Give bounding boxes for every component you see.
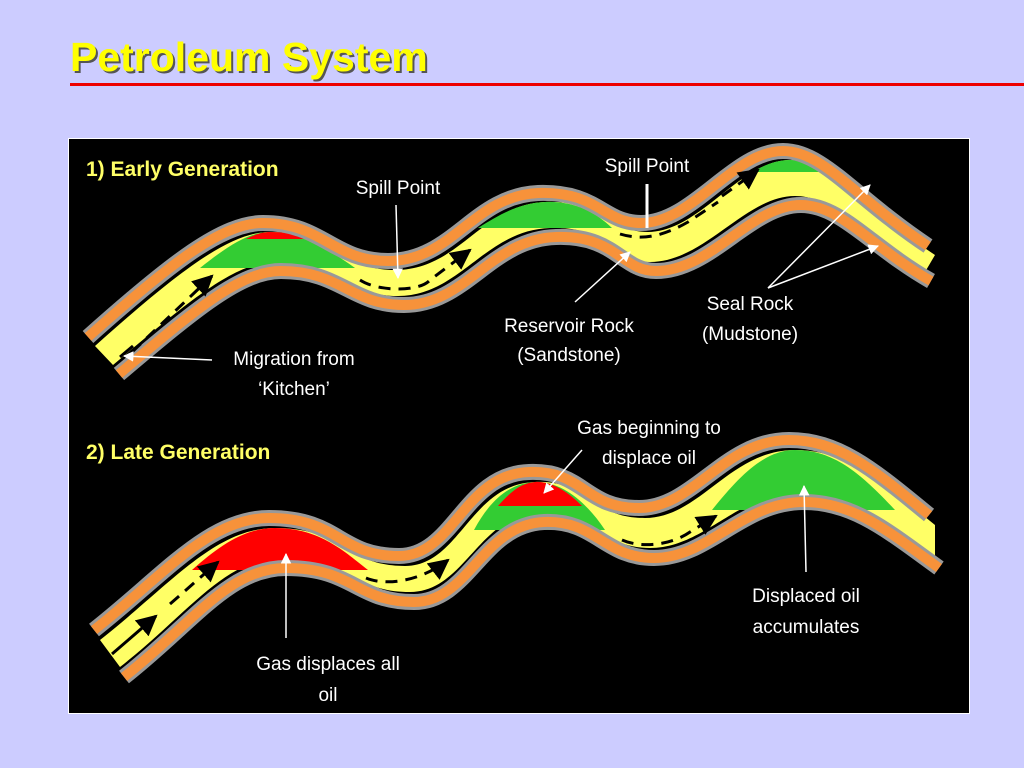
migration-arrow	[721, 168, 760, 198]
pointer-migration	[122, 351, 213, 362]
migration-arrow	[169, 560, 220, 606]
pointer-seal-bottom	[767, 244, 879, 289]
label-reservoir-sandstone: (Sandstone)	[517, 345, 621, 366]
seal-rock-top	[84, 145, 931, 341]
gas-cap	[246, 232, 308, 239]
gas-accumulation	[192, 528, 368, 570]
pointer-displaced-oil	[798, 484, 810, 573]
title-underline	[70, 83, 1024, 86]
label-seal-rock: Seal Rock	[707, 294, 794, 315]
seal-rock-top	[90, 434, 933, 634]
pointer-spill-left	[392, 204, 403, 280]
oil-accumulation	[712, 450, 895, 510]
label-displaced-oil: Displaced oil	[752, 586, 860, 607]
pointer-gas-beginning	[543, 449, 583, 494]
migration-arrow	[359, 248, 472, 291]
oil-accumulation	[200, 232, 355, 268]
gas-cap	[498, 481, 582, 506]
label-accumulates: accumulates	[753, 617, 860, 638]
reservoir-rock-band	[95, 160, 935, 365]
panel-heading-early: 1) Early Generation	[86, 158, 279, 181]
label-seal-mudstone: (Mudstone)	[702, 324, 798, 345]
migration-arrow	[130, 274, 214, 354]
strata-panel-late	[89, 431, 944, 684]
migration-arrow	[619, 200, 719, 239]
label-spill-point-right: Spill Point	[605, 156, 690, 177]
label-gas-displaces: Gas displaces all	[256, 654, 400, 675]
label-displace-oil: displace oil	[602, 448, 696, 469]
pointer-reservoir	[574, 251, 631, 303]
label-gas-beginning: Gas beginning to	[577, 418, 721, 439]
migration-arrow	[111, 614, 158, 656]
label-kitchen: ‘Kitchen’	[258, 379, 330, 400]
label-reservoir-rock: Reservoir Rock	[504, 316, 634, 337]
seal-rock-bottom	[115, 199, 934, 378]
migration-arrow	[365, 558, 450, 584]
label-migration: Migration from	[233, 349, 354, 370]
panel-heading-late: 2) Late Generation	[86, 441, 270, 464]
label-spill-point-left: Spill Point	[356, 178, 441, 199]
migration-arrow	[621, 514, 718, 547]
pointer-seal-top	[767, 184, 871, 289]
oil-accumulation	[478, 201, 612, 228]
strata-panel-early	[82, 142, 935, 381]
label-oil: oil	[318, 685, 337, 706]
slide-title: Petroleum System	[70, 34, 428, 80]
